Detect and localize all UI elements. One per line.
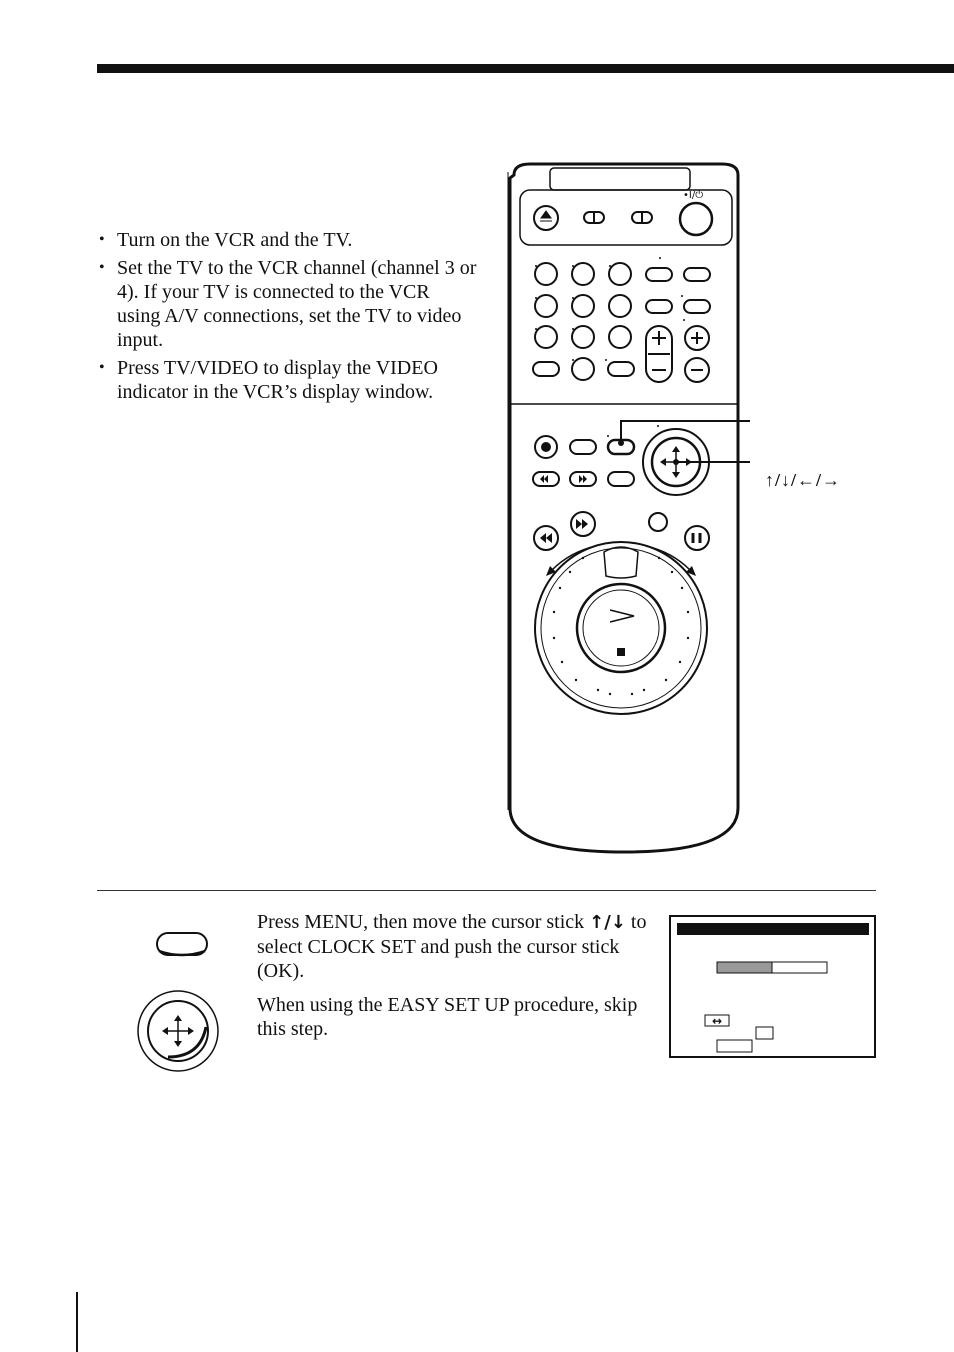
step-instruction-1: Press MENU, then move the cursor stick ↑… xyxy=(257,911,647,982)
checklist-item: Turn on the VCR and the TV. xyxy=(97,228,477,252)
power-button-icon xyxy=(678,201,714,237)
step-instruction-2: When using the EASY SET UP procedure, sk… xyxy=(257,994,638,1040)
remote-control-illustration: •I/⏻ xyxy=(507,162,750,854)
setup-checklist: Turn on the VCR and the TV. Set the TV t… xyxy=(97,228,477,408)
remote-body xyxy=(508,162,740,854)
cursor-stick-icon xyxy=(137,990,219,1072)
page-edge-bar xyxy=(76,1292,78,1352)
eject-icon xyxy=(533,205,559,231)
power-label: •I/⏻ xyxy=(683,190,703,201)
checklist-item: Set the TV to the VCR channel (channel 3… xyxy=(97,256,477,352)
cursor-arrows-label: ↑/↓/←/→ xyxy=(765,470,842,490)
up-down-arrow-icon: ↑/↓ xyxy=(589,912,626,933)
step-instructions: Press MENU, then move the cursor stick ↑… xyxy=(257,910,647,1051)
header-rule xyxy=(97,64,954,73)
stop-icon xyxy=(617,648,625,656)
checklist-item: Press TV/VIDEO to display the VIDEO indi… xyxy=(97,356,477,404)
menu-screen-display: ↔ xyxy=(669,915,876,1058)
section-divider xyxy=(97,890,876,891)
step-icons xyxy=(137,932,219,1072)
svg-text:↔: ↔ xyxy=(712,1014,722,1028)
play-icon xyxy=(609,609,635,623)
arrows-box-icon xyxy=(704,1014,730,1027)
